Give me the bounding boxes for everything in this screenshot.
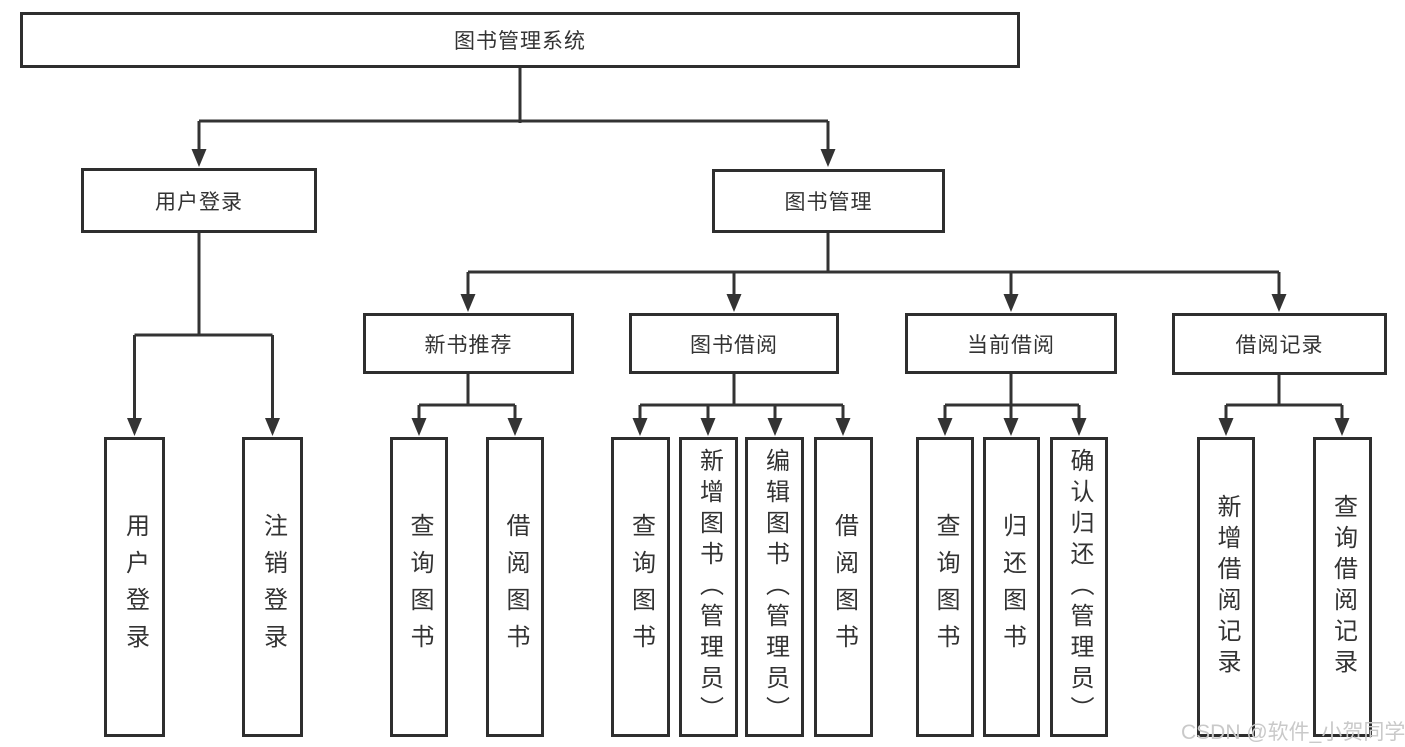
node-label: 借阅图书	[830, 513, 858, 661]
node-label: 新书推荐	[424, 333, 513, 357]
leaf-user-login: 用户登录	[104, 437, 165, 737]
node-label: 图书借阅	[690, 333, 778, 357]
node-label: 编辑图书（管理员）	[761, 447, 789, 727]
leaf-records-query-borrow-record: 查询借阅记录	[1313, 437, 1372, 737]
leaf-records-add-borrow-record: 新增借阅记录	[1197, 437, 1255, 737]
connector-book-management-branch	[466, 233, 1281, 297]
node-label: 归还图书	[998, 513, 1026, 661]
leaf-borrowing-query-books: 查询图书	[611, 437, 670, 737]
connector-user-login-branch	[133, 233, 274, 421]
leaf-current-confirm-return-admin: 确认归还（管理员）	[1050, 437, 1108, 737]
csdn-watermark: CSDN @软件_小贺同学	[1181, 721, 1405, 744]
node-label: 用户登录	[121, 513, 149, 661]
node-user-login: 用户登录	[81, 168, 317, 233]
leaf-current-return-books: 归还图书	[983, 437, 1040, 737]
connector-borrowing-records-branch	[1224, 374, 1344, 421]
node-label: 借阅记录	[1235, 334, 1324, 357]
connector-book-borrowing-branch	[638, 374, 845, 421]
leaf-borrowing-borrow-books: 借阅图书	[814, 437, 873, 737]
node-book-borrowing: 图书借阅	[629, 313, 839, 374]
node-library-management-system: 图书管理系统	[20, 12, 1020, 68]
connector-current-borrowing-branch	[943, 374, 1081, 421]
node-label: 查询图书	[627, 513, 655, 661]
leaf-borrowing-add-book-admin: 新增图书（管理员）	[679, 437, 738, 737]
leaf-newbook-query-books: 查询图书	[390, 437, 448, 737]
node-label: 用户登录	[155, 190, 243, 214]
node-label: 注销登录	[259, 513, 287, 661]
node-new-book-recommendation: 新书推荐	[363, 313, 574, 374]
node-label: 借阅图书	[502, 513, 529, 661]
leaf-current-query-books: 查询图书	[916, 437, 974, 737]
node-label: 查询图书	[932, 513, 959, 661]
leaf-logout: 注销登录	[242, 437, 303, 737]
node-label: 图书管理	[784, 191, 873, 214]
leaf-borrowing-edit-book-admin: 编辑图书（管理员）	[745, 437, 804, 737]
connector-root-to-level2	[197, 68, 830, 152]
node-label: 新增图书（管理员）	[695, 447, 723, 727]
node-label: 图书管理系统	[454, 30, 586, 53]
node-label: 查询借阅记录	[1329, 494, 1357, 680]
connector-new-book-branch	[417, 374, 517, 421]
leaf-newbook-borrow-books: 借阅图书	[486, 437, 544, 737]
arrowheads	[127, 149, 1350, 436]
node-book-management: 图书管理	[712, 169, 945, 233]
node-label: 新增借阅记录	[1213, 494, 1240, 680]
node-label: 查询图书	[406, 513, 433, 661]
node-current-borrowing: 当前借阅	[905, 313, 1117, 374]
node-borrowing-records: 借阅记录	[1172, 313, 1387, 375]
node-label: 确认归还（管理员）	[1066, 447, 1093, 727]
node-label: 当前借阅	[967, 333, 1055, 357]
